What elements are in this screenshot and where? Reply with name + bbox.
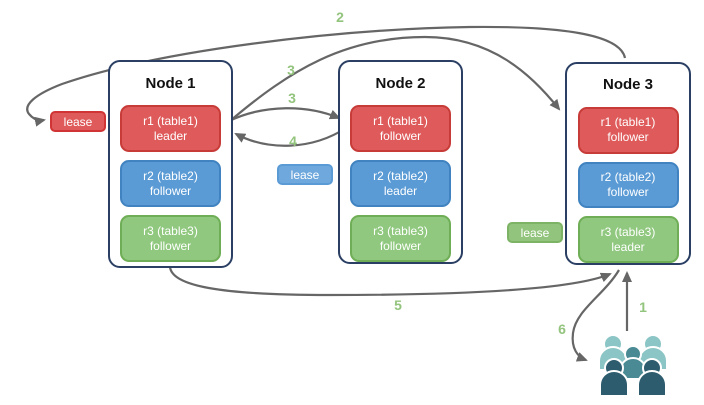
replica-label: r2 (table2) [373,168,428,183]
step-label-4: 4 [289,133,297,149]
replica-role: follower [379,238,422,253]
replica-role: leader [153,128,188,143]
replica-role: follower [149,238,192,253]
node-3-title: Node 3 [602,76,653,94]
replica-role: follower [149,183,192,198]
replica-label: r3 (table3) [600,224,656,239]
arrow-5 [168,266,612,297]
replica-role: follower [607,184,649,199]
node-3-replica-r2: r2 (table2) follower [577,161,679,209]
replica-label: r3 (table3) [373,223,428,238]
node-1-replica-r1: r1 (table1) leader [120,105,221,152]
node-3-replica-r1: r1 (table1) follower [577,106,679,154]
step-label-2: 2 [336,9,344,25]
replica-role: leader [383,183,418,198]
replica-label: r2 (table2) [143,168,198,183]
users-group-icon [598,334,668,397]
step-label-3a: 3 [287,62,295,78]
replica-role: follower [607,130,649,145]
lease-badge-blue: lease [277,164,333,185]
node-2-replica-r2: r2 (table2) leader [350,160,451,207]
lease-badge-red: lease [50,111,106,132]
replica-label: r1 (table1) [143,113,198,128]
node-1-title: Node 1 [145,74,196,92]
replica-label: r2 (table2) [600,169,656,184]
node-1: Node 1 r1 (table1) leader r2 (table2) fo… [108,60,233,268]
node-3-replica-r3: r3 (table3) leader [577,216,679,263]
step-label-5: 5 [394,297,402,313]
arrow-3-short [228,107,341,122]
replica-role: follower [379,128,422,143]
lease-badge-green: lease [507,222,563,243]
step-label-3b: 3 [288,90,296,106]
node-3: Node 3 r1 (table1) follower r2 (table2) … [565,62,691,265]
replica-label: r1 (table1) [373,113,428,128]
step-label-1: 1 [639,299,647,315]
node-2: Node 2 r1 (table1) follower r2 (table2) … [338,60,463,264]
node-2-replica-r3: r3 (table3) follower [350,215,451,262]
node-2-replica-r1: r1 (table1) follower [350,105,451,152]
step-label-6: 6 [558,321,566,337]
node-1-replica-r2: r2 (table2) follower [120,160,221,207]
replica-label: r1 (table1) [600,115,656,130]
node-2-title: Node 2 [375,74,426,92]
node-1-replica-r3: r3 (table3) follower [120,215,221,262]
replica-role: leader [611,239,645,254]
replica-label: r3 (table3) [143,223,198,238]
